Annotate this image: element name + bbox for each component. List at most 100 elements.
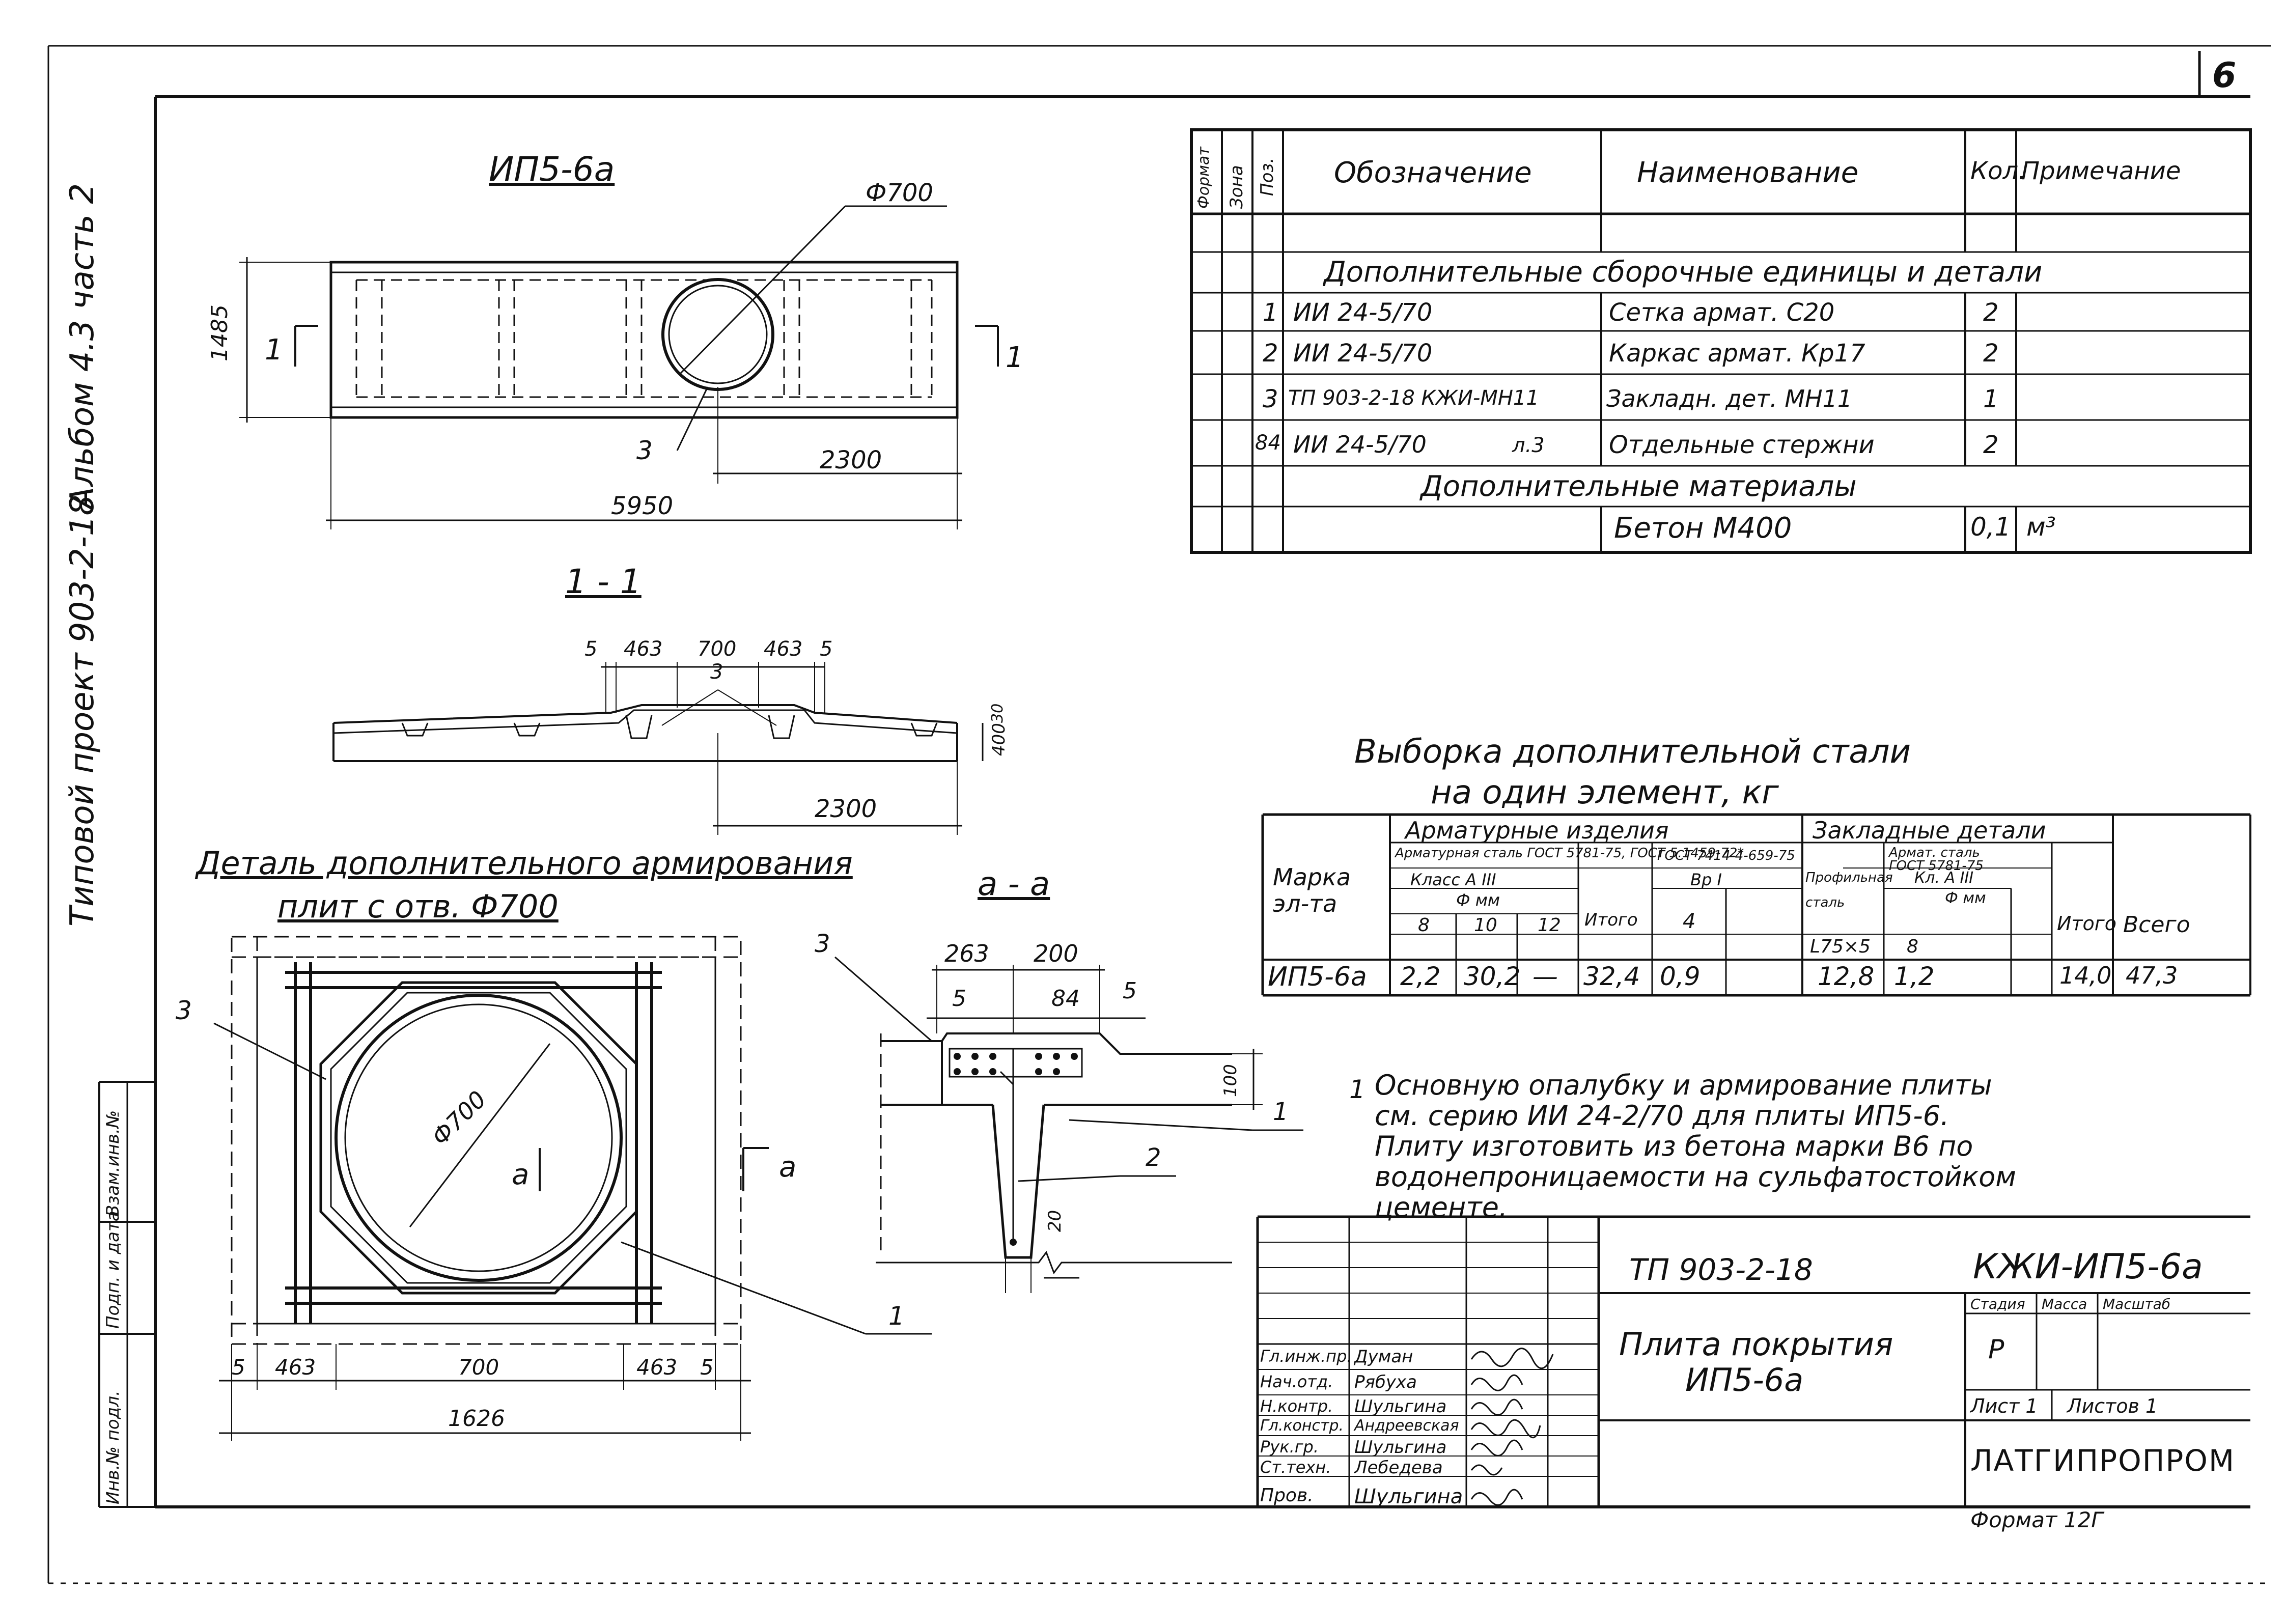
s11-dim-5: 5 [820,637,833,661]
tb-role-2: Нач.отд. [1260,1372,1333,1391]
steel-row-itogo2: 14,0 [2059,962,2112,989]
tb-title-1: Плита покрытия [1619,1326,1893,1363]
plan-length-dim: 5950 [611,492,674,520]
tb-sheet: Лист 1 [1970,1395,2038,1417]
spec-section-2: Дополнительные материалы [1420,470,1857,503]
steel-group-2: Закладные детали [1813,817,2046,844]
steel-title-1: Выборка дополнительной стали [1354,733,1911,771]
steel-diam: Ф мм [1456,890,1500,910]
plan-offset-dim: 2300 [820,446,882,474]
spec-section-1: Дополнительные сборочные единицы и детал… [1324,256,2043,289]
saa-dim-263: 263 [944,940,989,967]
tb-role-6: Ст.техн. [1260,1458,1331,1477]
steel-row-v8: 2,2 [1400,962,1441,991]
spec-row-1-pos: 1 [1263,298,1278,327]
steel-col-mark-2: эл-та [1273,890,1337,917]
steel-d-8: 8 [1418,915,1430,936]
detail-callout-1: 1 [888,1301,905,1331]
steel-row-bp4: 0,9 [1660,962,1701,991]
spec-row-3-name: Закладн. дет. МН11 [1606,385,1853,412]
spec-row-3-designation: ТП 903-2-18 КЖИ-МН11 [1288,386,1539,410]
steel-row-v10: 30,2 [1464,962,1521,991]
steel-row-arm8: 1,2 [1894,962,1935,991]
plan-section-mark-left: 1 [265,333,283,367]
saa-dim-5-left: 5 [952,986,966,1012]
steel-row-prof: 12,8 [1818,962,1875,991]
steel-row-mark: ИП5-6а [1268,962,1367,992]
tb-org: ЛАТГИПРОПРОМ [1970,1443,2236,1478]
tb-role-5: Рук.гр. [1260,1437,1319,1457]
s11-dim-2: 463 [624,637,663,661]
tb-name-7: Шульгина [1354,1485,1463,1508]
tb-name-5: Шульгина [1354,1437,1447,1458]
detail-title-2: плит с отв. Ф700 [277,888,559,925]
sheet-number: 6 [2212,55,2237,96]
steel-d2: 8 [1907,936,1918,957]
tb-stage: Р [1988,1334,2004,1365]
steel-vsego: Всего [2123,912,2190,938]
spec-row-2-pos: 2 [1263,339,1278,368]
spec-row-4-pos: 84 [1255,431,1281,455]
spec-row-4-extra: л.3 [1512,434,1545,457]
s11-dim-3: 700 [698,637,737,661]
section-a-a-title: а - а [978,865,1050,903]
spec-row-1-qty: 2 [1983,298,1999,327]
steel-bp-4: 4 [1683,910,1696,933]
tb-name-4: Андреевская [1354,1417,1459,1435]
tb-scale-header: Масштаб [2103,1296,2171,1312]
steel-title-2: на один элемент, кг [1431,774,1779,811]
steel-row-v12: — [1532,962,1558,991]
tb-project-code: ТП 903-2-18 [1629,1252,1813,1287]
steel-sub-1b: ГОСТ 7414-4-659-75 [1657,848,1795,863]
spec-row-1-designation: ИИ 24-5/70 [1293,298,1433,327]
steel-itogo-1: Итого [1584,910,1638,930]
steel-row-itogo1: 32,4 [1583,962,1640,991]
spec-material-note: м³ [2026,512,2056,542]
steel-profile: Профильная сталь [1805,870,1893,911]
spec-row-2-designation: ИИ 24-5/70 [1293,339,1433,368]
detail-callout-3: 3 [176,996,192,1025]
tb-format: Формат 12Г [1970,1507,2103,1532]
plan-hole-dim: Ф700 [866,179,933,207]
steel-profile-size: L75×5 [1810,936,1871,957]
detail-dim-5: 5 [700,1355,714,1380]
note-line-3: Плиту изготовить из бетона марки В6 по [1375,1130,1973,1162]
s11-offset-dim: 2300 [815,795,877,823]
detail-title-1: Деталь дополнительного армирования [196,845,853,882]
tb-name-6: Лебедева [1354,1458,1443,1478]
tb-role-1: Гл.инж.пр. [1260,1347,1352,1366]
spec-row-3-pos: 3 [1263,385,1278,413]
s11-callout: 3 [710,660,723,684]
tb-name-1: Думан [1354,1347,1413,1367]
saa-dim-200: 200 [1034,940,1078,967]
saa-dim-84: 84 [1051,986,1080,1012]
s11-dim-1: 5 [584,637,598,661]
tb-role-3: Н.контр. [1260,1396,1333,1416]
tb-name-2: Рябуха [1354,1372,1417,1392]
tb-mass-header: Масса [2042,1296,2087,1312]
spec-row-1-name: Сетка армат. С20 [1609,298,1835,327]
steel-class-2: Вр I [1690,870,1722,889]
plan-callout: 3 [636,436,653,465]
saa-callout-1: 1 [1273,1098,1289,1126]
plan-section-mark-right: 1 [1006,341,1024,374]
steel-group-1: Арматурные изделия [1405,817,1669,844]
steel-armstal: Армат. сталь ГОСТ 5781-75 [1889,845,1984,874]
tb-stage-header: Стадия [1970,1296,2025,1312]
detail-total-dim: 1626 [448,1406,505,1432]
detail-dim-1: 5 [232,1355,245,1380]
tb-doc-code: КЖИ-ИП5-6а [1973,1247,2203,1287]
saa-callout-2: 2 [1146,1143,1161,1172]
spec-header-name: Наименование [1637,156,1859,189]
note-line-4: водонепроницаемости на сульфатостойком [1375,1161,2017,1193]
tb-name-3: Шульгина [1354,1396,1447,1417]
steel-d2-label: Ф мм [1945,889,1986,907]
steel-sub-1a: Арматурная сталь ГОСТ 5781-75, ГОСТ 5.14… [1395,846,1744,861]
steel-class-3: Кл. А III [1914,869,1974,887]
